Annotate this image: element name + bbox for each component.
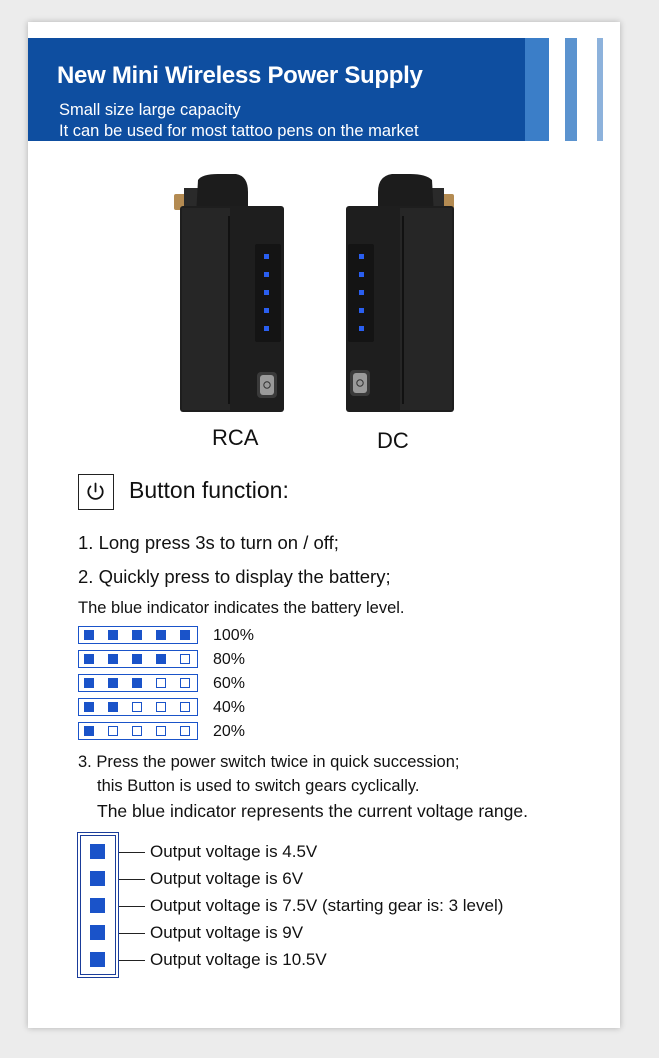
battery-cell-empty bbox=[132, 702, 142, 712]
battery-cell-filled bbox=[180, 630, 190, 640]
step-3-line-3: The blue indicator represents the curren… bbox=[97, 801, 528, 821]
voltage-label: Output voltage is 9V bbox=[150, 923, 304, 942]
battery-level-label: 20% bbox=[213, 723, 246, 740]
battery-cell-empty bbox=[156, 726, 166, 736]
battery-cell-empty bbox=[180, 678, 190, 688]
battery-cell-empty bbox=[180, 654, 190, 664]
voltage-indicator-dot bbox=[90, 871, 105, 886]
battery-cell-filled bbox=[84, 654, 94, 664]
battery-cell-filled bbox=[132, 678, 142, 688]
battery-cell-filled bbox=[84, 726, 94, 736]
voltage-connector-line bbox=[119, 960, 145, 961]
battery-level-label: 40% bbox=[213, 699, 246, 716]
battery-note: The blue indicator indicates the battery… bbox=[78, 599, 405, 617]
voltage-connector-line bbox=[119, 852, 145, 853]
voltage-indicator-dot bbox=[90, 952, 105, 967]
battery-cell-filled bbox=[108, 654, 118, 664]
device-label-dc: DC bbox=[377, 428, 409, 453]
voltage-indicator-dot bbox=[90, 898, 105, 913]
battery-level-label: 80% bbox=[213, 651, 246, 668]
battery-cell-filled bbox=[132, 630, 142, 640]
battery-cell-filled bbox=[108, 702, 118, 712]
battery-level-label: 100% bbox=[213, 627, 254, 644]
button-function-title: Button function: bbox=[129, 477, 289, 503]
battery-level-row bbox=[78, 650, 198, 668]
header-title: New Mini Wireless Power Supply bbox=[57, 62, 423, 89]
battery-cell-empty bbox=[180, 702, 190, 712]
battery-level-row bbox=[78, 722, 198, 740]
voltage-indicator-dot bbox=[90, 925, 105, 940]
voltage-connector-line bbox=[119, 906, 145, 907]
battery-cell-empty bbox=[156, 678, 166, 688]
decor-stripe bbox=[565, 38, 577, 141]
voltage-label: Output voltage is 6V bbox=[150, 869, 304, 888]
header-banner: New Mini Wireless Power Supply Small siz… bbox=[28, 38, 525, 141]
battery-cell-empty bbox=[180, 726, 190, 736]
decor-stripe bbox=[597, 38, 603, 141]
battery-level-row bbox=[78, 626, 198, 644]
step-3-line-2: this Button is used to switch gears cycl… bbox=[97, 777, 420, 795]
battery-level-label: 60% bbox=[213, 675, 246, 692]
battery-cell-filled bbox=[84, 702, 94, 712]
voltage-label: Output voltage is 4.5V bbox=[150, 842, 318, 861]
step-3-line-1: 3. Press the power switch twice in quick… bbox=[78, 753, 460, 771]
battery-level-row bbox=[78, 674, 198, 692]
battery-cell-empty bbox=[108, 726, 118, 736]
device-label-rca: RCA bbox=[212, 425, 259, 450]
battery-cell-filled bbox=[84, 678, 94, 688]
voltage-indicator-dot bbox=[90, 844, 105, 859]
battery-cell-empty bbox=[156, 702, 166, 712]
voltage-connector-line bbox=[119, 933, 145, 934]
power-icon bbox=[78, 474, 114, 510]
voltage-connector-line bbox=[119, 879, 145, 880]
battery-cell-filled bbox=[132, 654, 142, 664]
rca-power-supply-image bbox=[174, 174, 284, 412]
battery-cell-filled bbox=[108, 630, 118, 640]
voltage-label: Output voltage is 10.5V bbox=[150, 950, 327, 969]
battery-cell-filled bbox=[156, 630, 166, 640]
battery-level-row bbox=[78, 698, 198, 716]
battery-cell-empty bbox=[132, 726, 142, 736]
voltage-label: Output voltage is 7.5V (starting gear is… bbox=[150, 896, 504, 915]
step-2: 2. Quickly press to display the battery; bbox=[78, 566, 391, 587]
battery-cell-filled bbox=[156, 654, 166, 664]
voltage-indicator-panel bbox=[77, 832, 119, 978]
product-card: New Mini Wireless Power Supply Small siz… bbox=[28, 22, 620, 1028]
header-subtitle-1: Small size large capacity bbox=[59, 101, 241, 119]
decor-stripe bbox=[525, 38, 549, 141]
header-subtitle-2: It can be used for most tattoo pens on t… bbox=[59, 122, 419, 140]
dc-power-supply-image bbox=[346, 174, 454, 412]
battery-cell-filled bbox=[108, 678, 118, 688]
battery-cell-filled bbox=[84, 630, 94, 640]
step-1: 1. Long press 3s to turn on / off; bbox=[78, 532, 339, 553]
